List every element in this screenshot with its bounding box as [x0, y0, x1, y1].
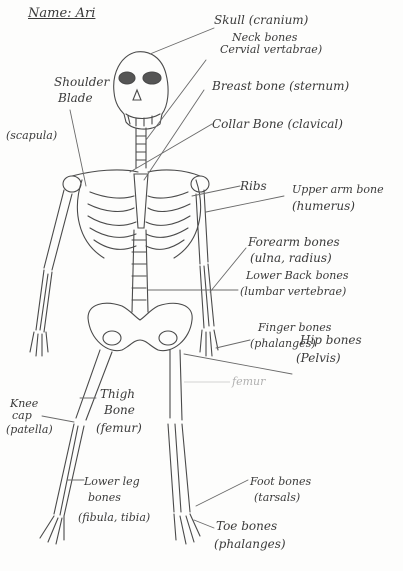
right-forearm [200, 264, 214, 328]
pelvis-label: (Pelvis) [296, 352, 341, 364]
hip-bones-label: Hip bones [300, 334, 362, 346]
breast-pointer [144, 90, 204, 180]
left-lower-leg [54, 424, 84, 516]
rib-cage [77, 180, 200, 258]
finger-bones-label: Finger bones [258, 322, 331, 333]
upper-arm-pointer [206, 196, 284, 212]
humerus-label: (humerus) [292, 200, 355, 212]
knee-pointer [42, 416, 74, 422]
skull-pointer [150, 28, 214, 54]
left-foot [40, 516, 64, 544]
upper-arm-label: Upper arm bone [292, 184, 384, 195]
lumbar-label: (lumbar vertebrae) [240, 286, 346, 297]
thigh-bone-label: Bone [104, 404, 135, 416]
foot-pointer [196, 480, 248, 506]
sternum [134, 174, 148, 228]
nose [133, 90, 141, 100]
patella-label: (patella) [6, 424, 53, 435]
ribs-label: Ribs [240, 180, 267, 192]
toe-bones-label: Toe bones [216, 520, 277, 532]
left-hand [30, 332, 48, 356]
shoulder-label: Shoulder [54, 76, 109, 88]
jaw [126, 114, 160, 119]
shoulder-label-2: Blade [58, 92, 93, 104]
neck-label-latin: Cervial vertabrae) [220, 44, 322, 55]
collar-bone [72, 170, 200, 176]
finger-pointer [216, 340, 250, 348]
neck-vertebrae [136, 128, 146, 168]
breast-bone-label: Breast bone (sternum) [212, 80, 349, 92]
lower-leg-bones-label: bones [88, 492, 121, 503]
knee-cap-label: cap [12, 410, 32, 421]
femur-faint-label: femur [232, 376, 265, 387]
lower-back-label: Lower Back bones [246, 270, 348, 281]
neck-label: Neck bones [232, 32, 297, 43]
pelvis [88, 303, 192, 350]
hip-pointer [184, 354, 292, 374]
skull-label: Skull (cranium) [214, 14, 308, 26]
left-forearm [36, 270, 52, 332]
lower-leg-label: Lower leg [84, 476, 140, 487]
tarsals-label: (tarsals) [254, 492, 300, 503]
right-lower-leg [168, 424, 190, 512]
fibula-tibia-label: (fibula, tibia) [78, 512, 150, 523]
ulna-radius-label: (ulna, radius) [250, 252, 332, 264]
toe-pointer [194, 520, 214, 528]
thigh-label: Thigh [100, 388, 135, 400]
left-eye-socket [119, 72, 135, 84]
knee-label: Knee [10, 398, 38, 409]
forearm-label: Forearm bones [248, 236, 340, 248]
collar-pointer [130, 124, 212, 172]
left-humerus [44, 190, 72, 270]
student-name: Name: Ari [28, 8, 95, 20]
skull [114, 52, 168, 129]
scapula-label: (scapula) [6, 130, 57, 141]
right-humerus [196, 190, 208, 264]
toe-phalanges-label: (phalanges) [214, 538, 286, 550]
right-hand [200, 330, 218, 356]
foot-bones-label: Foot bones [250, 476, 311, 487]
collar-bone-label: Collar Bone (clavical) [212, 118, 343, 130]
right-eye-socket [143, 72, 161, 84]
femur-label: (femur) [96, 422, 142, 434]
right-femur [170, 350, 182, 420]
right-foot [174, 514, 200, 544]
